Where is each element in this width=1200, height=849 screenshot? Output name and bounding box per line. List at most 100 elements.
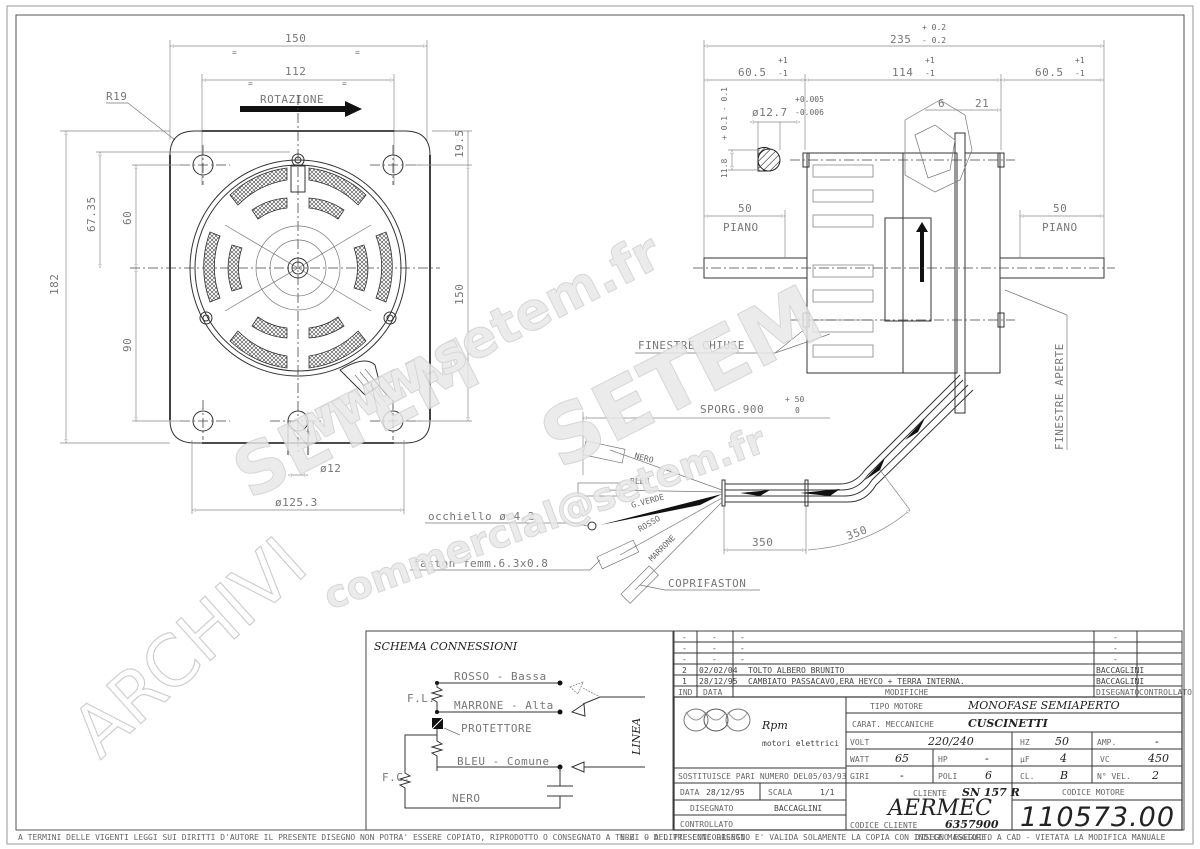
svg-text:HZ: HZ: [1020, 738, 1030, 747]
svg-text:-: -: [682, 655, 687, 664]
dim-height-182: 182: [48, 274, 61, 295]
svg-text:WATT: WATT: [850, 755, 869, 764]
dim-bend-350: 350: [845, 523, 870, 543]
svg-text:BACCAGLINI: BACCAGLINI: [1096, 666, 1144, 675]
dim-diameter-125: ø125.3: [275, 496, 318, 509]
motor-type: MONOFASE SEMIAPERTO: [967, 699, 1120, 712]
svg-text:POLI: POLI: [938, 772, 957, 781]
svg-text:-: -: [682, 633, 687, 642]
svg-text:-0.006: -0.006: [795, 108, 824, 117]
svg-text:HP: HP: [938, 755, 948, 764]
svg-text:TIPO MOTORE: TIPO MOTORE: [870, 702, 923, 711]
rotation-arrow-icon: [240, 101, 362, 117]
svg-text:CL.: CL.: [1020, 772, 1034, 781]
svg-text:-: -: [682, 644, 687, 653]
drawing-date: 28/12/95: [706, 788, 745, 797]
dim-right-60-5: 60.5: [1035, 66, 1064, 79]
svg-text:MODIFICHE: MODIFICHE: [885, 688, 929, 697]
svg-text:28/12/95: 28/12/95: [699, 677, 738, 686]
svg-text:VOLT: VOLT: [850, 738, 869, 747]
svg-text:CODICE CLIENTE: CODICE CLIENTE: [850, 821, 918, 830]
rotation-label: ROTAZIONE: [260, 93, 324, 106]
svg-text:CONTROLLATO: CONTROLLATO: [1139, 688, 1192, 697]
svg-text:-: -: [712, 633, 717, 642]
svg-text:+1: +1: [1075, 56, 1085, 65]
logo-text: Rpm: [761, 719, 788, 732]
dim-60: 60: [121, 211, 134, 225]
schema-rosso: ROSSO - Bassa: [454, 670, 547, 683]
piano-left: PIANO: [723, 221, 759, 234]
revision-row: 2 02/02/04 TOLTO ALBERO BRUNITO BACCAGLI…: [682, 666, 1144, 675]
svg-text:=: =: [232, 48, 237, 57]
svg-text:µF: µF: [1020, 755, 1030, 764]
dim-left-60-5: 60.5: [738, 66, 767, 79]
svg-text:=: =: [355, 48, 360, 57]
dim-body-114: 114: [892, 66, 913, 79]
svg-text:CONTROLLATO: CONTROLLATO: [680, 820, 733, 829]
dim-6: 6: [938, 97, 945, 110]
svg-text:DISEGNATO: DISEGNATO: [690, 804, 734, 813]
shaft-diameter: ø12.7: [752, 106, 788, 119]
svg-text:+0.005: +0.005: [795, 95, 824, 104]
flat-dim: 11.8: [720, 159, 729, 178]
flat-right-50: 50: [1053, 202, 1067, 215]
svg-text:DISEGNATO: DISEGNATO: [1096, 688, 1140, 697]
cl-value: B: [1059, 769, 1068, 782]
revision-row: 1 28/12/95 CAMBIATO PASSACAVO,ERA HEYCO …: [682, 677, 1144, 686]
svg-text:CARAT. MECCANICHE: CARAT. MECCANICHE: [852, 720, 934, 729]
cad-note: DISEGNO ESEGUITO A CAD - VIETATA LA MODI…: [915, 833, 1166, 842]
watt-value: 65: [895, 752, 909, 765]
svg-text:SCALA: SCALA: [768, 788, 792, 797]
svg-text:N° VEL.: N° VEL.: [1097, 772, 1131, 781]
giri-value: -: [900, 769, 904, 782]
schema-linea: LINEA: [630, 718, 643, 756]
motor-code: 110573.00: [1020, 802, 1175, 833]
svg-text:- 0.2: - 0.2: [922, 36, 946, 45]
svg-text:ARCHIVI: ARCHIVI: [57, 522, 323, 773]
title-block: Rpm motori elettrici TIPO MOTORE MONOFAS…: [673, 696, 1183, 833]
eyelet-label: occhiello ø 4.2: [428, 510, 535, 523]
revision-row: - - - -: [682, 633, 1118, 642]
wire-bleu: BLEU: [630, 477, 649, 486]
dim-overall-235: 235: [890, 33, 911, 46]
svg-text:=: =: [342, 79, 347, 88]
client-code: SN 157 R: [962, 786, 1020, 799]
svg-text:+ 50: + 50: [785, 395, 804, 404]
wiring-schematic: SCHEMA CONNESSIONI ROSSO - Bassa F.L. MA…: [365, 630, 674, 831]
svg-text:+1: +1: [925, 56, 935, 65]
uf-value: 4: [1059, 752, 1067, 765]
overhang-label: SPORG.900: [700, 403, 764, 416]
rpm-logo: Rpm motori elettrici: [683, 708, 839, 748]
flat-left-50: 50: [738, 202, 752, 215]
svg-text:IND: IND: [678, 688, 693, 697]
schema-bleu: BLEU - Comune: [457, 755, 550, 768]
drawn-by: BACCAGLINI: [774, 804, 822, 813]
svg-text:-: -: [1113, 644, 1118, 653]
faston-cover-label: COPRIFASTON: [668, 577, 746, 590]
dim-67-35: 67.35: [85, 196, 98, 232]
dim-width-150: 150: [285, 32, 306, 45]
schema-nero: NERO: [452, 792, 481, 805]
svg-text:TOLTO ALBERO BRUNITO: TOLTO ALBERO BRUNITO: [748, 666, 845, 675]
nvel-value: 2: [1151, 769, 1159, 782]
faston-label: faston femm.6.3x0.8: [413, 557, 548, 570]
svg-text:BACCAGLINI: BACCAGLINI: [1096, 677, 1144, 686]
closed-windows-label: FINESTRE CHIUSE: [638, 339, 745, 352]
revision-row: - - - -: [682, 644, 1118, 653]
mechanical-spec: CUSCINETTI: [968, 717, 1049, 730]
direction-arrow-icon: [916, 222, 928, 282]
revision-row: - - - -: [682, 655, 1118, 664]
svg-text:CODICE MOTORE: CODICE MOTORE: [1062, 788, 1125, 797]
svg-text:2: 2: [682, 666, 687, 675]
schema-title: SCHEMA CONNESSIONI: [374, 640, 518, 653]
svg-text:-: -: [740, 644, 745, 653]
svg-text:AMP.: AMP.: [1097, 738, 1116, 747]
vc-value: 450: [1147, 752, 1169, 765]
dim-90: 90: [121, 338, 134, 352]
dim-height-150: 150: [453, 284, 466, 305]
svg-text:-: -: [740, 655, 745, 664]
svg-text:-: -: [740, 633, 745, 642]
hz-value: 50: [1055, 735, 1069, 748]
client-code-number: 6357900: [945, 818, 999, 831]
